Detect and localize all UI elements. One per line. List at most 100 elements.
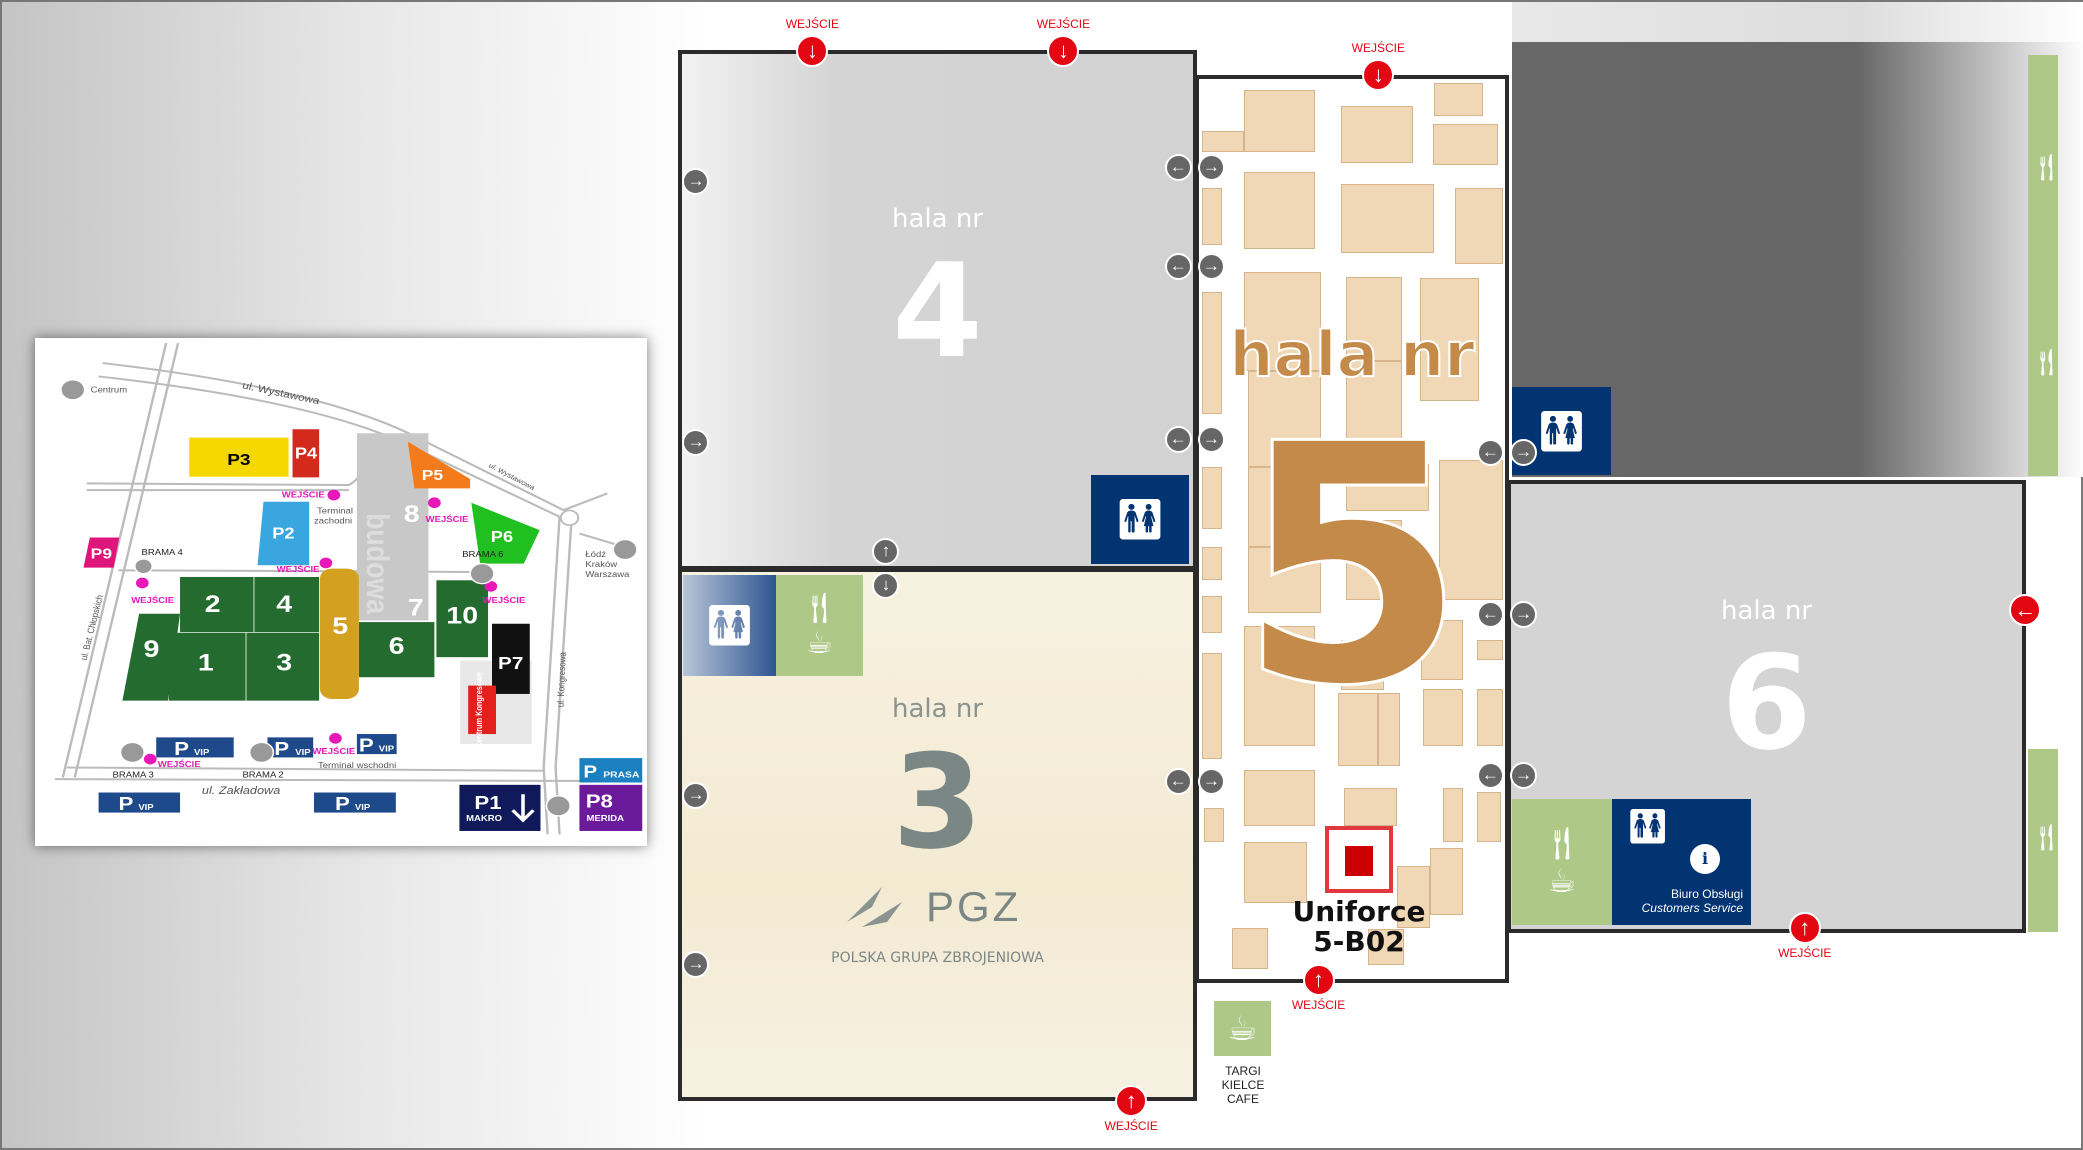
entrance-marker[interactable]: ↓ xyxy=(796,35,829,68)
parking-p8[interactable] xyxy=(579,784,643,831)
entrance-marker[interactable]: ↑ xyxy=(1788,911,1821,944)
parking-p7[interactable] xyxy=(492,623,530,694)
booth[interactable] xyxy=(1201,466,1222,530)
parking-p5[interactable] xyxy=(407,441,471,489)
booth[interactable] xyxy=(1343,788,1397,826)
booth[interactable] xyxy=(1244,271,1322,372)
hall-3[interactable] xyxy=(246,632,320,701)
booth[interactable] xyxy=(1244,841,1307,903)
hall-9-label: 9 xyxy=(143,635,159,662)
entrance-label: WEJŚCIE xyxy=(1291,997,1346,1012)
booth[interactable] xyxy=(1455,187,1504,264)
booth[interactable] xyxy=(1432,124,1498,166)
hall-7-label: 7 xyxy=(408,594,424,621)
booth[interactable] xyxy=(1244,626,1315,746)
p3-label: P3 xyxy=(227,450,251,468)
hall-3[interactable]: 🚻︎ 🍴︎☕︎ hala nr 3 PGZ POLSKA GRUPA ZBROJ… xyxy=(678,568,1197,1101)
booth[interactable] xyxy=(1338,692,1379,766)
svg-text:BRAMA 4: BRAMA 4 xyxy=(142,548,183,557)
booth[interactable] xyxy=(1244,172,1315,250)
booth[interactable] xyxy=(1476,639,1504,660)
hall-number: 4 xyxy=(892,235,983,387)
passage-arrow-icon: ← xyxy=(1476,601,1504,629)
booth[interactable] xyxy=(1476,792,1501,842)
booth[interactable] xyxy=(1341,105,1413,163)
svg-text:BRAMA 6: BRAMA 6 xyxy=(462,550,503,559)
booth[interactable] xyxy=(1396,865,1431,928)
booth[interactable] xyxy=(1476,688,1504,746)
booth[interactable] xyxy=(1434,83,1484,117)
booth[interactable] xyxy=(1443,788,1464,842)
booth[interactable] xyxy=(1423,688,1464,746)
booth[interactable] xyxy=(1419,278,1480,401)
parking-p1[interactable] xyxy=(459,784,541,831)
hall-5[interactable]: hala nr 5 Uniforce 5-B02 xyxy=(1195,75,1509,983)
hall-5-label: 5 xyxy=(332,612,348,639)
passage-arrow-icon: → xyxy=(1510,601,1538,629)
parking-p2[interactable] xyxy=(257,501,310,566)
overview-map[interactable]: budowa P3 P4 P2 P9 P5 P6 Centrum Kongres… xyxy=(35,338,647,846)
booth[interactable] xyxy=(1346,360,1403,461)
booth[interactable] xyxy=(1430,848,1464,915)
hall-2[interactable] xyxy=(180,576,254,633)
booth[interactable] xyxy=(1378,692,1400,766)
booth[interactable] xyxy=(1201,187,1222,246)
entrance-dots xyxy=(135,489,498,765)
parking-p9[interactable] xyxy=(83,537,120,568)
outdoor-strip xyxy=(1512,2,2083,42)
entrance-marker[interactable]: ↑ xyxy=(1115,1084,1148,1117)
booth[interactable] xyxy=(1201,546,1222,580)
hall-label: hala nr xyxy=(1228,318,1475,392)
booth[interactable] xyxy=(1244,89,1315,153)
booth[interactable] xyxy=(1248,466,1278,547)
passage-arrow-icon: → xyxy=(682,950,710,978)
hall-label: hala nr xyxy=(892,694,983,724)
booth[interactable] xyxy=(1341,184,1435,254)
booth[interactable] xyxy=(1201,652,1222,760)
passage-arrow-icon: ← xyxy=(1476,762,1504,790)
customer-service[interactable]: 🚻︎ i Biuro Obsługi Customers Service xyxy=(1612,799,1751,925)
passage-arrow-icon: → xyxy=(1510,762,1538,790)
booth[interactable] xyxy=(1341,639,1384,691)
booth[interactable] xyxy=(1420,619,1464,680)
parking-p4[interactable] xyxy=(292,429,320,478)
booth[interactable] xyxy=(1367,929,1404,966)
booth[interactable] xyxy=(1204,808,1225,842)
entrance-marker[interactable]: ← xyxy=(2009,594,2042,627)
hall-4[interactable] xyxy=(254,576,320,633)
uniforce-booth-marker[interactable] xyxy=(1325,826,1393,893)
booth[interactable] xyxy=(1439,460,1504,600)
parking-p6[interactable] xyxy=(471,502,540,564)
pgz-name: PGZ xyxy=(926,883,1022,930)
booth[interactable] xyxy=(1248,546,1322,614)
hall-5-highlight[interactable] xyxy=(319,568,359,699)
hall-label: hala nr xyxy=(1721,596,1812,626)
booth[interactable] xyxy=(1201,130,1245,153)
booth[interactable] xyxy=(1201,595,1222,634)
hall-6[interactable] xyxy=(358,622,435,678)
booth[interactable] xyxy=(1232,927,1269,970)
hall-10[interactable] xyxy=(436,580,489,658)
entrance-marker[interactable]: ↑ xyxy=(1302,963,1335,996)
hall-6[interactable]: hala nr 6 🍴︎☕︎ 🚻︎ i Biuro Obsługi Custom… xyxy=(1507,480,2026,933)
passage-arrow-icon: → xyxy=(682,782,710,810)
booth[interactable] xyxy=(1248,371,1322,467)
booth[interactable] xyxy=(1346,276,1403,361)
entrance-label: WEJŚCIE xyxy=(1036,17,1091,32)
direction-arrows xyxy=(60,379,638,817)
passage-arrow-icon: ← xyxy=(1164,253,1192,281)
booth[interactable] xyxy=(1346,520,1403,600)
parking-p3[interactable] xyxy=(189,437,289,477)
entrance-marker[interactable]: ↓ xyxy=(1362,59,1395,92)
booth[interactable] xyxy=(1244,769,1315,826)
info-icon: i xyxy=(1690,844,1720,874)
booth[interactable] xyxy=(1277,466,1322,547)
hall-1[interactable] xyxy=(168,632,246,701)
entrance-marker[interactable]: ↓ xyxy=(1047,35,1080,68)
booth[interactable] xyxy=(1201,291,1222,414)
congress-center[interactable] xyxy=(468,685,496,735)
hall-4[interactable]: hala nr 4 🚻︎ xyxy=(678,50,1197,570)
hall-9[interactable] xyxy=(122,613,181,701)
booth[interactable] xyxy=(1346,464,1429,511)
parking-prasa[interactable] xyxy=(579,758,643,783)
